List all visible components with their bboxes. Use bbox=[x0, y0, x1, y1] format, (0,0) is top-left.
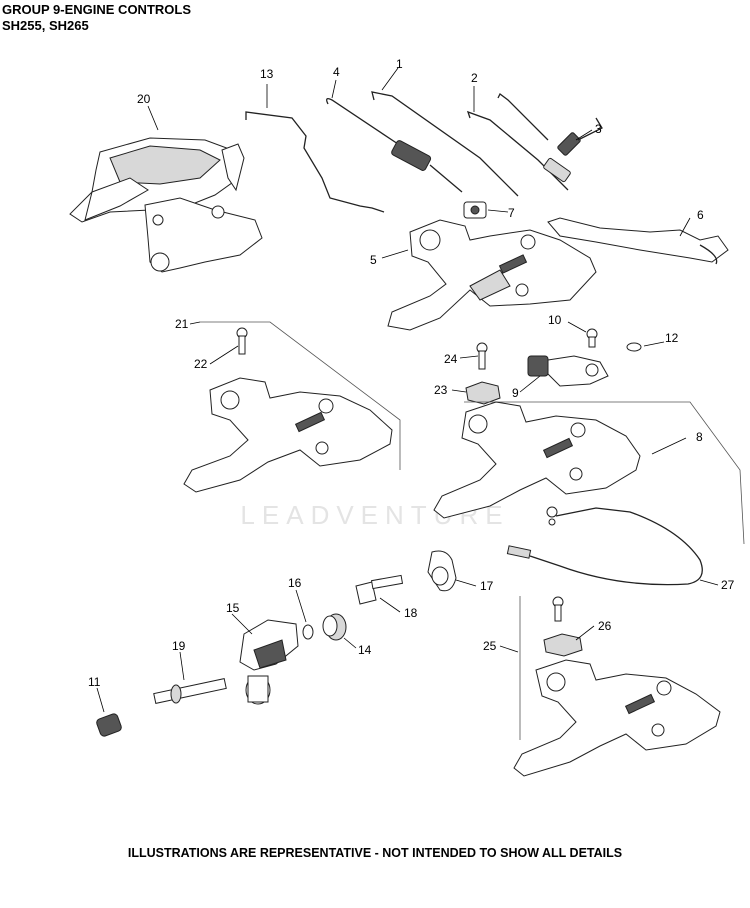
part-27-throttle-cable[interactable] bbox=[506, 506, 703, 586]
callout-26: 26 bbox=[598, 619, 612, 633]
callout-14: 14 bbox=[358, 643, 372, 657]
part-21-control-assembly[interactable] bbox=[183, 377, 393, 493]
page-header: GROUP 9-ENGINE CONTROLS SH255, SH265 bbox=[2, 2, 191, 34]
disclaimer-footer: ILLUSTRATIONS ARE REPRESENTATIVE - NOT I… bbox=[127, 846, 623, 860]
part-10-screw[interactable] bbox=[586, 328, 598, 348]
part-8-control-assembly[interactable] bbox=[433, 401, 641, 519]
part-3-spring[interactable] bbox=[497, 93, 603, 183]
part-5-control-bracket[interactable] bbox=[387, 219, 597, 331]
callout-20: 20 bbox=[137, 92, 151, 106]
group-title: GROUP 9-ENGINE CONTROLS bbox=[2, 2, 192, 17]
callout-27: 27 bbox=[721, 578, 735, 592]
part-25-screw[interactable] bbox=[552, 596, 564, 622]
callout-18: 18 bbox=[404, 606, 418, 620]
callout-21: 21 bbox=[175, 317, 189, 331]
part-1-throttle-rod[interactable] bbox=[371, 91, 519, 197]
part-9-governor-lever[interactable] bbox=[527, 355, 609, 387]
part-17-cable-clip[interactable] bbox=[427, 550, 457, 592]
part-20-control-cover[interactable] bbox=[69, 137, 263, 273]
part-23-spacer-block[interactable] bbox=[465, 381, 501, 405]
callout-leaders bbox=[96, 67, 719, 713]
callout-22: 22 bbox=[194, 357, 208, 371]
part-24-screw[interactable] bbox=[476, 342, 488, 370]
part-12-washer[interactable] bbox=[626, 342, 642, 352]
callout-25: 25 bbox=[483, 639, 497, 653]
callout-5: 5 bbox=[370, 253, 377, 267]
part-8-assembly-bracket bbox=[464, 401, 745, 545]
callout-2: 2 bbox=[471, 71, 478, 85]
part-2-choke-rod[interactable] bbox=[466, 110, 569, 191]
model-list: SH255, SH265 bbox=[2, 18, 89, 33]
part-18-shoulder-bolt[interactable] bbox=[355, 574, 404, 605]
part-26-spacer-block[interactable] bbox=[543, 633, 583, 657]
callout-17: 17 bbox=[480, 579, 494, 593]
callout-16: 16 bbox=[288, 576, 302, 590]
part-6-lever-arm[interactable] bbox=[547, 217, 729, 265]
part-11-spring[interactable] bbox=[96, 713, 123, 737]
part-13-control-rod[interactable] bbox=[245, 111, 385, 213]
part-25-control-assembly[interactable] bbox=[513, 659, 721, 777]
callout-19: 19 bbox=[172, 639, 186, 653]
callout-labels: 1 2 3 4 5 6 7 8 9 10 11 12 13 14 15 16 1… bbox=[88, 57, 735, 689]
callout-10: 10 bbox=[548, 313, 562, 327]
callout-12: 12 bbox=[665, 331, 679, 345]
part-22-screw[interactable] bbox=[236, 327, 248, 355]
part-21-assembly-bracket bbox=[200, 321, 401, 470]
callout-1: 1 bbox=[396, 57, 403, 71]
part-14-bushing[interactable] bbox=[322, 613, 347, 641]
part-4-spring-rod[interactable] bbox=[326, 98, 463, 193]
part-19-pivot-pin[interactable] bbox=[153, 678, 227, 704]
part-7-cable-clamp[interactable] bbox=[463, 201, 487, 219]
callout-15: 15 bbox=[226, 601, 240, 615]
callout-7: 7 bbox=[508, 206, 515, 220]
callout-24: 24 bbox=[444, 352, 458, 366]
callout-4: 4 bbox=[333, 65, 340, 79]
callout-8: 8 bbox=[696, 430, 703, 444]
callout-23: 23 bbox=[434, 383, 448, 397]
callout-13: 13 bbox=[260, 67, 274, 81]
callout-3: 3 bbox=[595, 122, 602, 136]
part-16-washer[interactable] bbox=[302, 624, 314, 640]
callout-11: 11 bbox=[88, 675, 101, 689]
callout-6: 6 bbox=[697, 208, 704, 222]
part-15-pivot-bracket[interactable] bbox=[239, 619, 299, 705]
callout-9: 9 bbox=[512, 386, 519, 400]
